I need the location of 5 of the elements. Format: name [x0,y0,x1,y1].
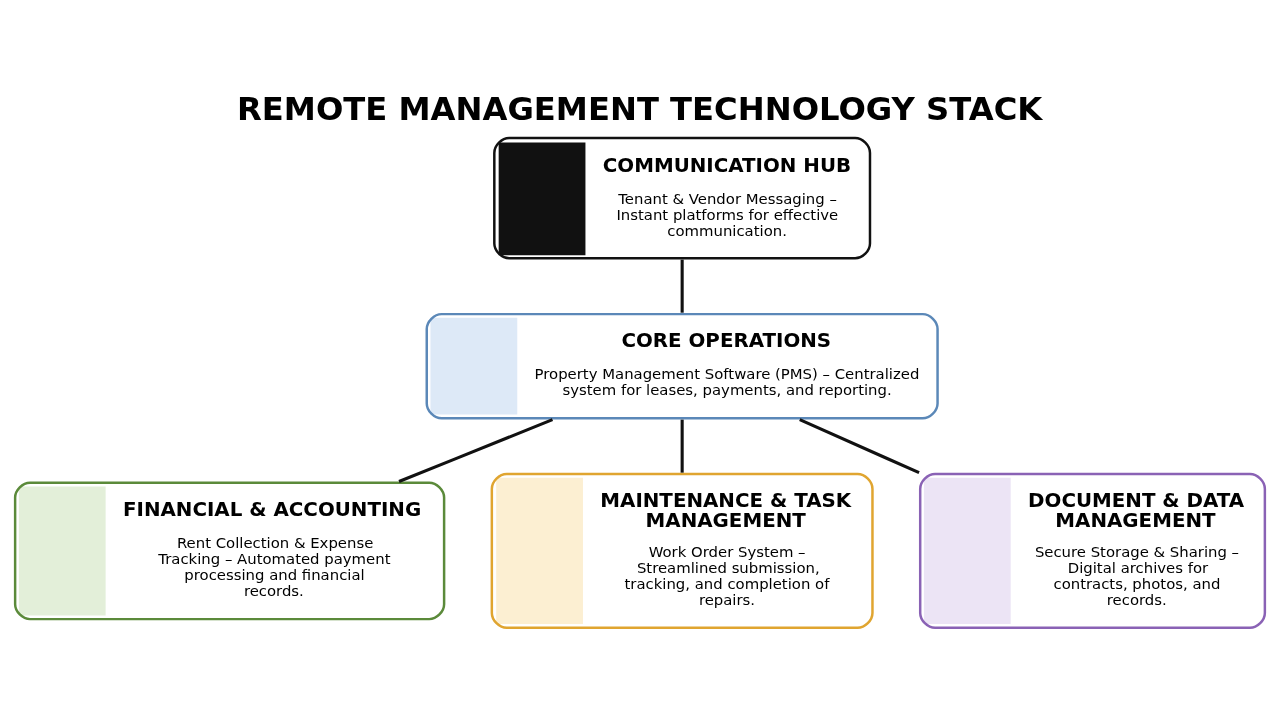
connector [398,418,554,483]
connector [799,418,920,475]
connector [680,259,684,313]
connector [680,419,684,473]
diagram-title: REMOTE MANAGEMENT TECHNOLOGY STACK [237,90,1043,129]
